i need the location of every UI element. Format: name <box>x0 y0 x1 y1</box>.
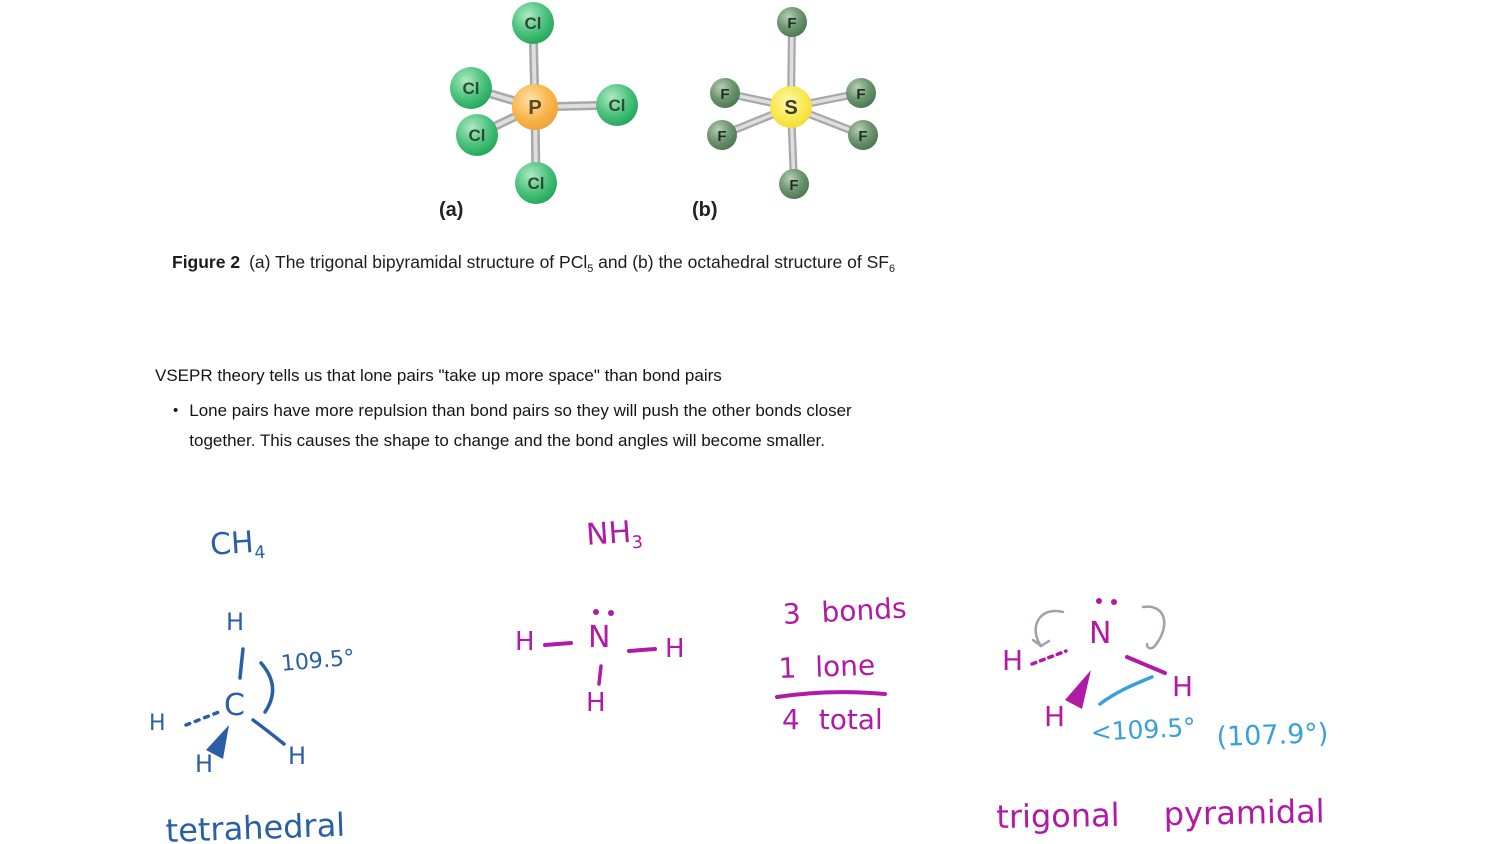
hydrogen-label: H <box>1044 700 1066 733</box>
hydrogen-label: H <box>1002 644 1024 677</box>
bond-stroke <box>251 718 286 746</box>
figure-caption: Figure 2 (a) The trigonal bipyramidal str… <box>172 252 895 275</box>
figure-label-a: (a) <box>439 199 464 221</box>
bond-stroke <box>543 641 573 647</box>
f-label: F <box>720 86 729 103</box>
cl-label: Cl <box>528 174 545 193</box>
p-label: P <box>528 97 541 119</box>
hydrogen-label: H <box>149 711 166 736</box>
hydrogen-label: H <box>195 750 214 778</box>
shape-name-tetrahedral: tetrahedral <box>165 805 346 844</box>
lone-pair-dot <box>1096 598 1102 604</box>
cl-label: Cl <box>525 14 542 33</box>
angle-arc <box>259 661 275 714</box>
sulfur-atom <box>770 86 812 128</box>
bond-stroke <box>627 647 657 653</box>
pcl5-bonds <box>466 18 622 188</box>
bullet-line: Lone pairs have more repulsion than bond… <box>189 401 852 420</box>
formula-subscript: 6 <box>888 262 896 275</box>
hydrogen-label: H <box>515 627 535 657</box>
nitrogen-label: N <box>588 620 611 655</box>
bond-count-note: 3 bonds <box>782 591 908 631</box>
lone-pair-dot <box>1111 599 1117 605</box>
pcl5-molecule: Cl Cl Cl Cl Cl P <box>450 2 638 204</box>
vsepr-bullet-item: • Lone pairs have more repulsion than bo… <box>173 396 852 456</box>
carbon-label: C <box>224 688 245 723</box>
sf6-bonds <box>718 18 867 188</box>
nh3-3d-ink-strokes <box>1030 598 1167 709</box>
bond-stroke <box>238 647 245 680</box>
figure-caption-text: and (b) the octahedral structure of SF <box>593 252 889 272</box>
figure-label-b: (b) <box>692 199 718 221</box>
phosphorus-atom <box>512 84 558 130</box>
formula-base: NH <box>585 514 633 553</box>
formula-subscript: 5 <box>587 262 594 275</box>
wedge-bond <box>1065 670 1091 709</box>
sf6-molecule: F F F F F F S <box>707 7 878 199</box>
bond-angle-label: 109.5° <box>280 645 356 677</box>
lone-pair-dot <box>593 609 599 615</box>
s-label: S <box>784 97 797 119</box>
formula-base: CH <box>209 524 255 563</box>
f-label: F <box>856 86 865 103</box>
vsepr-intro-text: VSEPR theory tells us that lone pairs "t… <box>155 366 722 385</box>
cl-label: Cl <box>469 126 486 145</box>
arrowhead <box>1031 638 1051 648</box>
lone-pair-count-note: 1 lone <box>778 648 876 685</box>
fraction-line <box>775 690 887 699</box>
nh3-formula: NH3 <box>585 514 644 556</box>
hashed-bond <box>184 710 221 727</box>
nitrogen-label: N <box>1089 616 1112 651</box>
hashed-bond <box>1030 649 1068 666</box>
f-label: F <box>789 177 798 194</box>
figure-caption-text: (a) The trigonal bipyramidal structure o… <box>249 252 588 272</box>
curved-arrow-left <box>1034 609 1065 648</box>
angle-arc <box>1098 675 1154 706</box>
cl-label: Cl <box>609 96 626 115</box>
bullet-icon: • <box>173 402 179 419</box>
hydrogen-label: H <box>288 742 307 770</box>
hydrogen-label: H <box>226 608 245 636</box>
shape-name-trigonal-pyramidal: trigonal pyramidal <box>996 792 1325 836</box>
hydrogen-label: H <box>1172 670 1194 703</box>
chlorine-atoms <box>450 2 638 204</box>
fluorine-atoms <box>707 7 878 199</box>
formula-subscript: 3 <box>631 532 644 554</box>
cl-label: Cl <box>463 79 480 98</box>
f-label: F <box>858 128 867 145</box>
vsepr-bullet-text: Lone pairs have more repulsion than bond… <box>189 396 851 456</box>
ch4-formula: CH4 <box>209 524 266 566</box>
actual-angle-note: (107.9°) <box>1216 718 1329 753</box>
ideal-angle-note: <109.5° <box>1090 712 1197 747</box>
f-label: F <box>787 15 796 32</box>
figure-caption-title: Figure 2 <box>172 252 241 272</box>
bond-stroke <box>1125 655 1167 675</box>
arrowhead <box>1145 641 1159 650</box>
curved-arrow-right <box>1141 605 1166 645</box>
f-label: F <box>717 128 726 145</box>
lone-pair-dot <box>608 610 614 616</box>
total-count-note: 4 total <box>782 703 883 736</box>
hydrogen-label: H <box>586 688 606 718</box>
hydrogen-label: H <box>665 634 685 664</box>
bond-stroke <box>597 664 603 686</box>
bullet-line: together. This causes the shape to chang… <box>189 431 825 450</box>
formula-subscript: 4 <box>253 542 267 564</box>
